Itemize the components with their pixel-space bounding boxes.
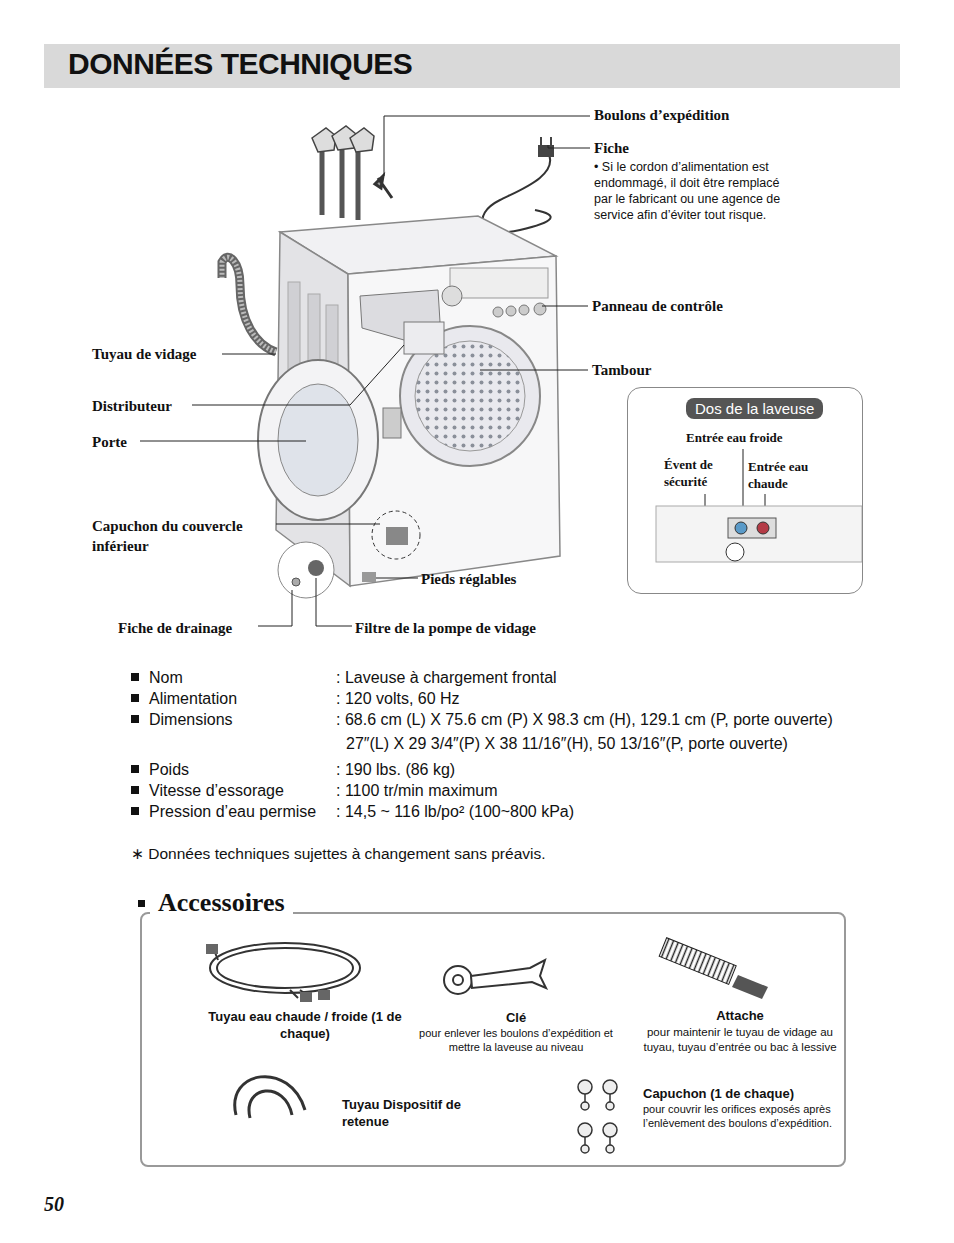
spec-text: : 14,5 ~ 116 lb/po² (100~800 kPa)	[336, 803, 574, 821]
spec-text: ∗ Données techniques sujettes à changeme…	[131, 845, 546, 863]
callout-label: Porte	[92, 434, 127, 451]
callout-label: Distributeur	[92, 398, 172, 415]
callout-label: Fiche de drainage	[118, 620, 232, 637]
node-text: Entrée eau froide	[686, 430, 783, 446]
callout-label: Capuchon (1 de chaque)	[643, 1086, 794, 1101]
spec-text: : 190 lbs. (86 kg)	[336, 761, 455, 779]
node-heading: Accessoires	[150, 888, 293, 918]
callout-label: Fiche	[594, 140, 629, 157]
callout-label: Panneau de contrôle	[592, 298, 723, 315]
callout-label: Tuyau eau chaude / froide (1 de chaque)	[205, 1008, 405, 1042]
spec-text: 27″(L) X 29 3/4″(P) X 38 11/16″(H), 50 1…	[346, 735, 788, 753]
node-text: Évent de sécurité	[664, 456, 730, 490]
callout-label: Tambour	[592, 362, 651, 379]
node-text: Entrée eau chaude	[748, 458, 828, 492]
page-title: DONNÉES TECHNIQUES	[68, 47, 412, 81]
spec-text: Poids	[149, 761, 189, 779]
spec-text: Alimentation	[149, 690, 237, 708]
callout-label: Attache	[640, 1008, 840, 1023]
callout-label: Pieds réglables	[421, 571, 516, 588]
spec-text: : 120 volts, 60 Hz	[336, 690, 460, 708]
callout-label: Boulons d’expédition	[594, 107, 729, 124]
callout-label: pour couvrir les orifices exposés après …	[643, 1102, 848, 1130]
callout-label: Tuyau Dispositif de retenue	[342, 1096, 467, 1130]
callout-label: Filtre de la pompe de vidage	[355, 620, 536, 637]
callout-label: Capuchon du couvercle inférieur	[92, 516, 282, 556]
spec-text: Vitesse d’essorage	[149, 782, 284, 800]
node-heading: Dos de la laveuse	[686, 398, 823, 419]
page-number: 50	[44, 1193, 64, 1216]
spec-text: : 1100 tr/min maximum	[336, 782, 498, 800]
inset-panel: Dos de la laveuseEntrée eau froideÉvent …	[627, 387, 863, 594]
spec-text: Nom	[149, 669, 183, 687]
callout-label: pour maintenir le tuyau de vidage au tuy…	[640, 1025, 840, 1055]
spec-text: Dimensions	[149, 711, 233, 729]
spec-text: : 68.6 cm (L) X 75.6 cm (P) X 98.3 cm (H…	[336, 711, 833, 729]
spec-text: Pression d’eau permise	[149, 803, 316, 821]
spec-text: : Laveuse à chargement frontal	[336, 669, 557, 687]
callout-label: • Si le cordon d’alimentation est endomm…	[594, 159, 784, 223]
callout-label: Tuyau de vidage	[92, 346, 196, 363]
callout-label: pour enlever les boulons d’expédition et…	[410, 1026, 622, 1054]
callout-label: Clé	[410, 1010, 622, 1025]
